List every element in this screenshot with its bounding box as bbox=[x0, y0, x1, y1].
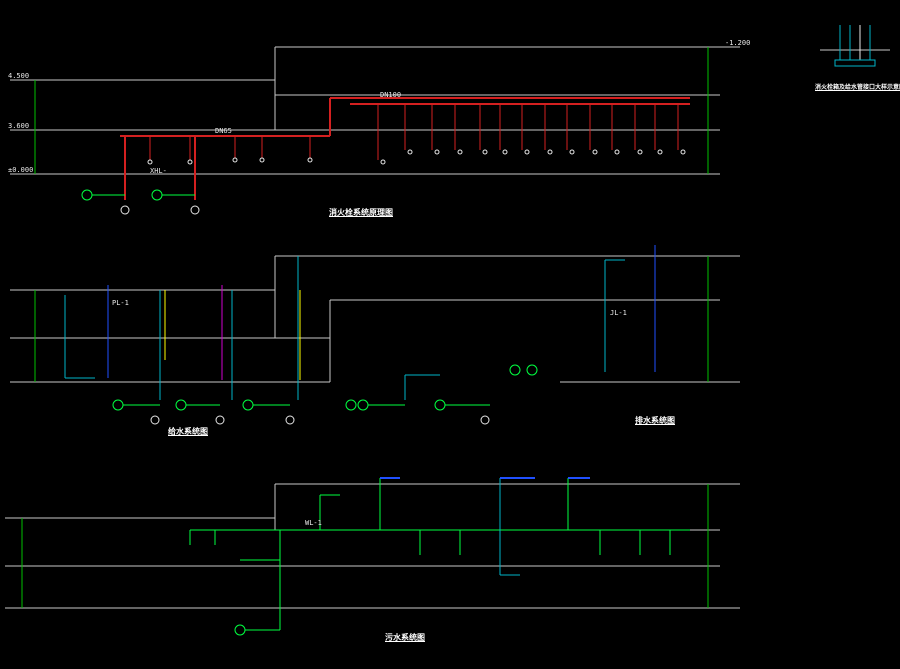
fire-hydrant-symbols bbox=[147, 149, 686, 165]
drain-riser-label: PL-1 bbox=[112, 299, 129, 307]
level-elevation-label: ±0.000 bbox=[8, 166, 34, 174]
waste-riser-label: WL-1 bbox=[305, 519, 322, 527]
fire-mains bbox=[120, 97, 690, 200]
level-top-label: 4.500 bbox=[8, 72, 30, 80]
fire-system-title: 消火栓系统原理图 bbox=[329, 208, 393, 217]
dim-lines-1 bbox=[34, 47, 709, 174]
inset-detail bbox=[820, 25, 890, 67]
fire-inlet-valves bbox=[81, 189, 195, 201]
supply-risers bbox=[64, 256, 625, 400]
supply-system-title: 给水系统图 bbox=[168, 427, 208, 436]
fire-riser-label: XHL- bbox=[150, 167, 167, 175]
floor-lines-3 bbox=[5, 483, 740, 609]
level-low-label: -1.200 bbox=[725, 39, 751, 47]
fire-pumps bbox=[120, 205, 200, 215]
dim-lines-3 bbox=[21, 484, 709, 608]
drain-risers bbox=[107, 245, 656, 378]
fire-system-section bbox=[10, 46, 740, 215]
dim-lines-2 bbox=[34, 256, 709, 382]
fire-branch-dn-label: DN65 bbox=[215, 127, 232, 135]
supply-drain-section bbox=[10, 245, 740, 425]
waste-mains bbox=[189, 478, 690, 630]
waste-section bbox=[5, 477, 740, 636]
waste-system-title: 污水系统图 bbox=[385, 633, 425, 642]
inset-title: 消火栓箱及给水管接口大样示意图 bbox=[815, 84, 900, 91]
water-riser-label: JL-1 bbox=[610, 309, 627, 317]
floor-lines-2 bbox=[10, 255, 740, 383]
floor-lines-1 bbox=[10, 46, 740, 175]
waste-supply-risers bbox=[499, 478, 520, 576]
waste-outlet-valve bbox=[234, 624, 280, 636]
fire-main-dn-label: DN100 bbox=[380, 91, 402, 99]
drain-system-title: 排水系统图 bbox=[635, 416, 675, 425]
supply-valves bbox=[112, 364, 538, 411]
supply-meters bbox=[150, 415, 490, 425]
fire-branches bbox=[149, 104, 679, 160]
waste-risers bbox=[164, 290, 301, 380]
level-mid-label: 3.600 bbox=[8, 122, 30, 130]
